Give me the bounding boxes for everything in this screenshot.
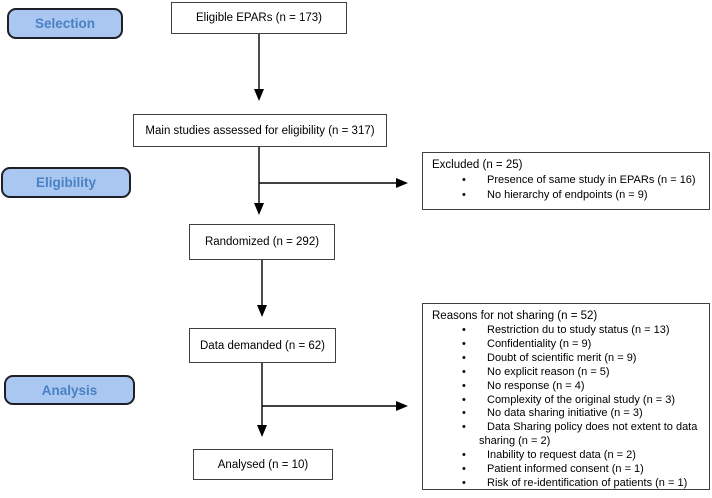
flow-box-main-studies-assessed: Main studies assessed for eligibility (n… xyxy=(133,114,387,147)
flow-box-randomized: Randomized (n = 292) xyxy=(189,224,335,260)
arrow-branch-to-reasons xyxy=(262,401,408,411)
flow-box-analysed: Analysed (n = 10) xyxy=(193,449,333,480)
side-box-reasons-not-sharing: Reasons for not sharing (n = 52) Restric… xyxy=(422,303,710,490)
arrow-eligible-to-assessed xyxy=(254,34,264,101)
reason-item: Data Sharing policy does not extent to d… xyxy=(432,421,701,449)
excluded-item: No hierarchy of endpoints (n = 9) xyxy=(432,188,701,203)
excluded-title: Excluded (n = 25) xyxy=(432,159,523,171)
arrow-branch-to-excluded xyxy=(259,178,408,188)
stage-label-selection: Selection xyxy=(7,8,123,39)
side-box-excluded: Excluded (n = 25) Presence of same study… xyxy=(422,152,710,210)
arrow-demanded-to-analysed xyxy=(257,363,267,437)
flow-box-data-demanded: Data demanded (n = 62) xyxy=(189,328,336,363)
reason-item: Patient informed consent (n = 1) xyxy=(432,463,701,477)
reasons-title: Reasons for not sharing (n = 52) xyxy=(432,310,598,322)
reasons-list: Restriction du to study status (n = 13) … xyxy=(432,324,701,489)
reason-item: No data sharing initiative (n = 3) xyxy=(432,407,701,421)
flow-box-eligible-epars: Eligible EPARs (n = 173) xyxy=(171,2,347,34)
stage-label-analysis-text: Analysis xyxy=(41,382,98,398)
reason-item: Complexity of the original study (n = 3) xyxy=(432,394,701,408)
reason-item: Inability to request data (n = 2) xyxy=(432,449,701,463)
flow-box-randomized-text: Randomized (n = 292) xyxy=(204,236,320,248)
reason-item: No response (n = 4) xyxy=(432,380,701,394)
flow-box-data-demanded-text: Data demanded (n = 62) xyxy=(200,339,325,352)
excluded-list: Presence of same study in EPARs (n = 16)… xyxy=(432,173,701,203)
stage-label-analysis: Analysis xyxy=(4,375,135,405)
flow-box-analysed-text: Analysed (n = 10) xyxy=(217,458,309,471)
arrow-randomized-to-demanded xyxy=(257,260,267,317)
stage-label-eligibility: Eligibility xyxy=(1,167,131,198)
reason-item: No explicit reason (n = 5) xyxy=(432,366,701,380)
reason-item: Confidentiality (n = 9) xyxy=(432,338,701,352)
flow-box-main-studies-assessed-text: Main studies assessed for eligibility (n… xyxy=(145,124,375,137)
stage-label-selection-text: Selection xyxy=(34,16,96,31)
stage-label-eligibility-text: Eligibility xyxy=(35,175,96,190)
excluded-item: Presence of same study in EPARs (n = 16) xyxy=(432,173,701,188)
reason-item: Risk of re-identification of patients (n… xyxy=(432,477,701,489)
flow-box-eligible-epars-text: Eligible EPARs (n = 173) xyxy=(195,12,323,24)
reason-item: Doubt of scientific merit (n = 9) xyxy=(432,352,701,366)
reason-item: Restriction du to study status (n = 13) xyxy=(432,324,701,338)
arrow-assessed-to-randomized xyxy=(254,147,264,215)
